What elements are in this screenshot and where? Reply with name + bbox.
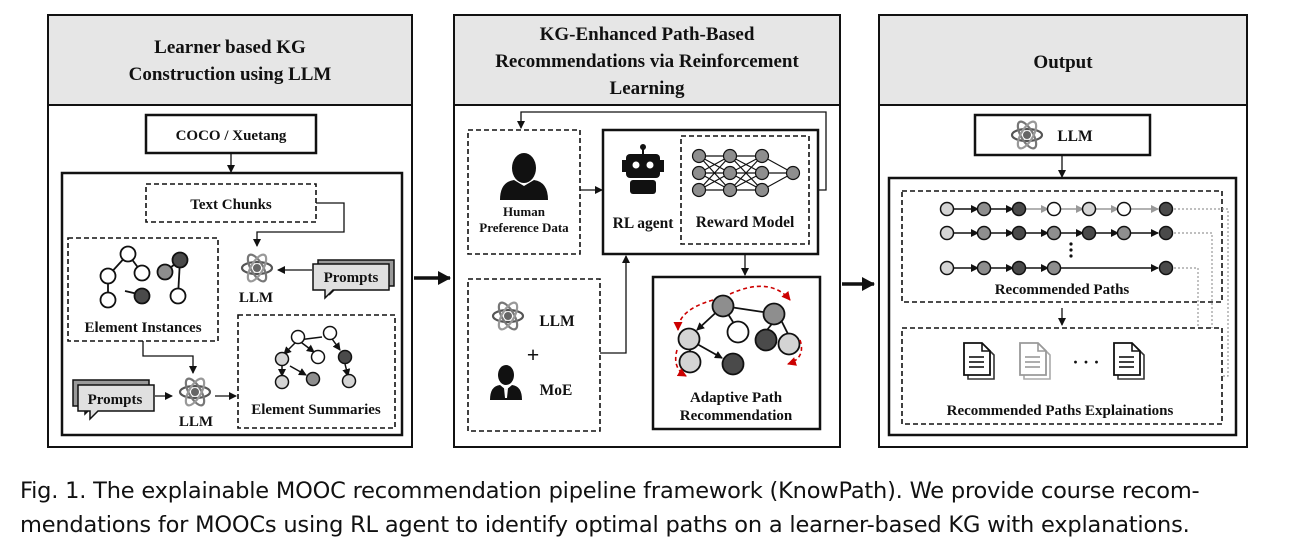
adaptive-label-line1: Adaptive Path	[690, 390, 783, 406]
llm-moe-box	[467, 278, 601, 432]
left-panel: Learner based KG Construction using LLM …	[47, 14, 413, 448]
pipeline-diagram: Learner based KG Construction using LLM …	[47, 14, 1248, 448]
left-panel-title-line2: Construction using LLM	[129, 64, 332, 85]
llm-label-bottom: LLM	[179, 414, 213, 430]
caption-line-1: Fig. 1. The explainable MOOC recommendat…	[20, 478, 1200, 504]
moe-label: MoE	[540, 382, 573, 399]
adaptive-red-arrows	[673, 285, 803, 377]
figure-caption: Fig. 1. The explainable MOOC recommendat…	[20, 474, 1282, 542]
path-vertical-dots	[1069, 242, 1073, 258]
right-llm-label: LLM	[1057, 128, 1093, 145]
left-panel-title-line1: Learner based KG	[154, 37, 306, 58]
right-panel-title: Output	[1033, 52, 1093, 73]
neural-network-icon	[691, 148, 801, 198]
element-instances-label: Element Instances	[84, 320, 201, 336]
path-row-2	[939, 225, 1174, 241]
right-panel: Output LLM	[878, 14, 1248, 448]
prompts-box-bottom: Prompts	[72, 379, 155, 421]
element-instances-graph	[99, 245, 189, 309]
prompts-box-top: Prompts	[312, 259, 395, 300]
reward-model-label: Reward Model	[696, 214, 795, 231]
human-label-line1: Human	[503, 204, 546, 219]
element-summaries-box	[237, 314, 396, 429]
element-summaries-label: Element Summaries	[251, 402, 381, 418]
element-summaries-graph	[274, 325, 357, 390]
recommended-paths-label: Recommended Paths	[995, 282, 1130, 298]
adaptive-path-graph	[677, 294, 801, 376]
middle-panel: KG-Enhanced Path-Based Recommendations v…	[453, 14, 841, 448]
adaptive-label-line2: Recommendation	[680, 408, 793, 424]
text-chunks-label: Text Chunks	[190, 197, 272, 213]
rl-agent-label: RL agent	[613, 215, 675, 232]
moe-person-icon	[490, 365, 522, 400]
human-label-line2: Preference Data	[479, 220, 569, 235]
plus-sign: +	[527, 342, 540, 367]
middle-panel-title-line1: KG-Enhanced Path-Based	[540, 24, 755, 45]
middle-panel-title-line2: Recommendations via Reinforcement	[495, 51, 799, 72]
path-row-1	[939, 201, 1174, 217]
path-row-3	[939, 260, 1174, 276]
prompts-label-top: Prompts	[324, 270, 379, 286]
person-icon	[500, 153, 548, 200]
middle-panel-title-line3: Learning	[610, 78, 685, 99]
llm-label-top: LLM	[239, 290, 273, 306]
explanations-box	[901, 327, 1223, 425]
robot-icon	[622, 144, 664, 194]
dataset-label: COCO / Xuetang	[176, 128, 287, 144]
explanations-label: Recommended Paths Explainations	[947, 403, 1174, 419]
middle-llm-label: LLM	[539, 313, 575, 330]
documents-ellipsis: · · ·	[1072, 352, 1099, 372]
caption-line-2: mendations for MOOCs using RL agent to i…	[20, 512, 1190, 538]
prompts-label-bottom: Prompts	[88, 392, 143, 408]
